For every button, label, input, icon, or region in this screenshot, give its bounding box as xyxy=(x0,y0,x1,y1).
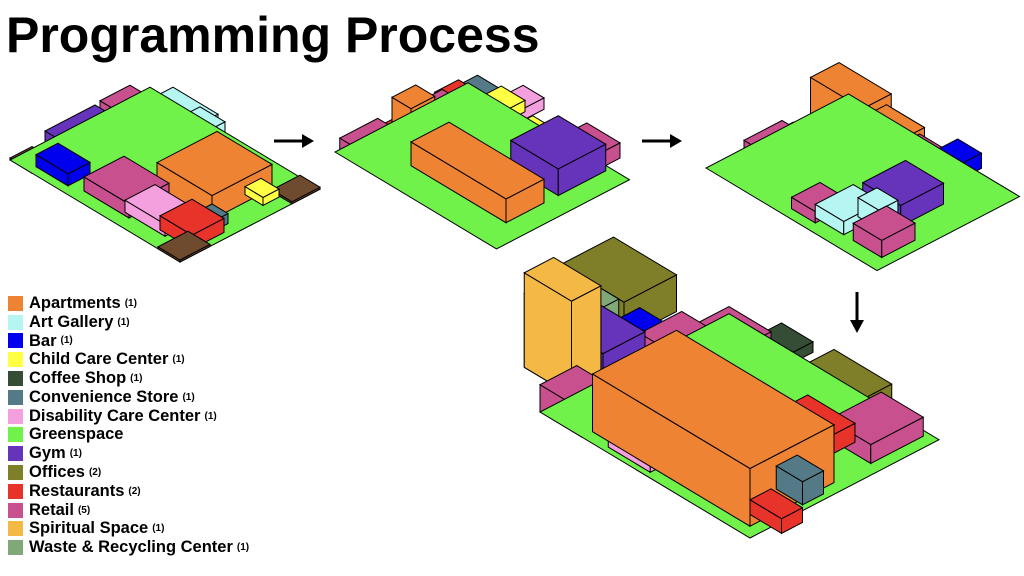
restaurants-block xyxy=(158,198,226,236)
legend-swatch xyxy=(8,352,23,368)
apartments-block xyxy=(390,84,436,110)
legend-item-child-care: Child Care Center(1) xyxy=(8,350,249,369)
legend-item-offices: Offices(2) xyxy=(8,463,249,482)
legend-count: (1) xyxy=(124,297,137,309)
diagram-step-1 xyxy=(8,84,322,263)
legend-swatch xyxy=(8,371,23,387)
legend-label: Coffee Shop xyxy=(29,369,127,388)
legend-item-waste: Waste & Recycling Center(1) xyxy=(8,538,249,557)
legend-swatch xyxy=(8,295,23,311)
legend-swatch xyxy=(8,465,23,481)
legend-item-disability-care: Disability Care Center(1) xyxy=(8,407,249,426)
legend-item-convenience: Convenience Store(1) xyxy=(8,388,249,407)
legend-count: (1) xyxy=(69,448,82,460)
diagram-step-2 xyxy=(333,74,631,250)
legend-label: Art Gallery xyxy=(29,312,114,331)
legend-item-greenspace: Greenspace xyxy=(8,425,249,445)
art-gallery-block xyxy=(856,187,899,211)
legend-label: Child Care Center xyxy=(29,350,169,369)
legend: Apartments(1)Art Gallery(1)Bar(1)Child C… xyxy=(8,294,249,557)
legend-count: (1) xyxy=(204,410,217,422)
legend-item-retail: Retail(5) xyxy=(8,501,249,520)
legend-count: (1) xyxy=(152,523,165,535)
legend-label: Spiritual Space xyxy=(29,519,149,538)
legend-item-bar: Bar(1) xyxy=(8,332,249,351)
child-care-block xyxy=(243,177,281,198)
spiritual-block xyxy=(523,256,602,302)
legend-count: (1) xyxy=(236,542,250,554)
arrow-right-icon xyxy=(274,134,314,148)
legend-count: (1) xyxy=(130,373,143,385)
legend-label: Retail xyxy=(29,500,74,519)
bar-block xyxy=(34,142,92,175)
legend-label: Disability Care Center xyxy=(29,406,201,425)
legend-item-gym: Gym(1) xyxy=(8,444,249,463)
legend-swatch xyxy=(8,502,23,518)
legend-count: (1) xyxy=(172,354,185,366)
legend-item-restaurants: Restaurants(2) xyxy=(8,482,249,501)
legend-item-coffee-shop: Coffee Shop(1) xyxy=(8,369,249,388)
diagram-step-4 xyxy=(523,236,941,539)
legend-count: (5) xyxy=(77,504,91,516)
legend-label: Bar xyxy=(29,331,57,350)
legend-swatch xyxy=(8,408,23,424)
legend-swatch xyxy=(8,427,23,443)
legend-label: Restaurants xyxy=(29,481,125,500)
apartments-block xyxy=(591,329,836,470)
legend-count: (1) xyxy=(182,391,195,403)
legend-swatch xyxy=(8,389,23,405)
legend-label: Gym xyxy=(29,444,66,463)
legend-count: (1) xyxy=(117,316,130,328)
apartments-block xyxy=(155,130,274,197)
legend-label: Convenience Store xyxy=(29,387,179,406)
arrow-down-icon xyxy=(850,292,864,333)
lot-block xyxy=(270,174,322,203)
legend-count: (2) xyxy=(128,485,141,497)
legend-item-art-gallery: Art Gallery(1) xyxy=(8,313,249,332)
legend-swatch xyxy=(8,483,23,499)
retail-block xyxy=(852,205,917,241)
legend-label: Offices xyxy=(29,463,85,482)
legend-count: (1) xyxy=(60,335,73,347)
restaurants-block xyxy=(748,488,804,520)
legend-count: (2) xyxy=(88,467,102,479)
legend-label: Apartments xyxy=(29,293,121,312)
legend-swatch xyxy=(8,540,23,556)
lot-block xyxy=(156,230,212,261)
legend-label: Greenspace xyxy=(29,425,124,444)
legend-swatch xyxy=(8,521,23,537)
diagram-step-3 xyxy=(704,61,1021,272)
gym-block xyxy=(509,115,607,170)
legend-swatch xyxy=(8,446,23,462)
legend-item-apartments: Apartments(1) xyxy=(8,294,249,313)
convenience-block xyxy=(775,454,825,483)
page-title: Programming Process xyxy=(6,7,540,63)
legend-swatch xyxy=(8,314,23,330)
arrow-right-icon xyxy=(642,134,682,148)
legend-label: Waste & Recycling Center xyxy=(29,538,233,557)
legend-item-spiritual: Spiritual Space(1) xyxy=(8,519,249,539)
legend-swatch xyxy=(8,333,23,349)
apartments-block xyxy=(409,121,546,200)
